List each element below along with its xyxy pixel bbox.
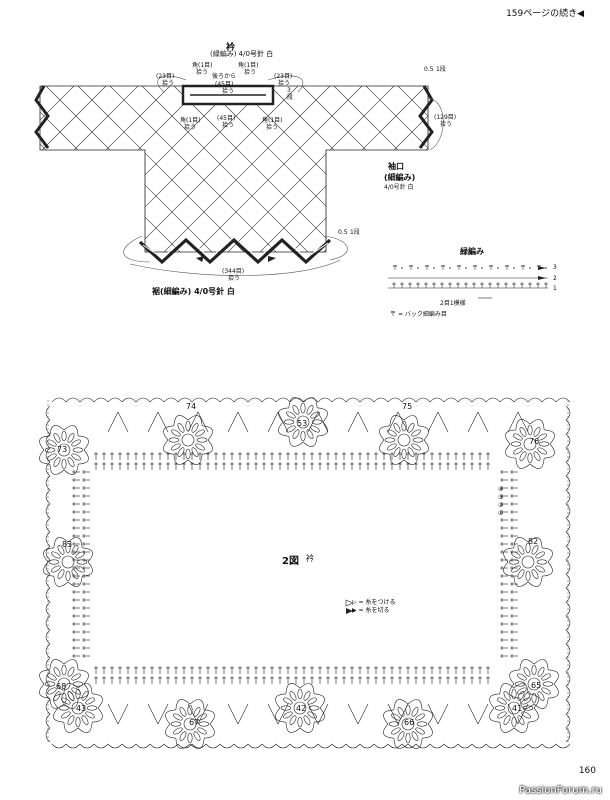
motif-number-42: 42: [296, 704, 307, 713]
motif-number-66: 66: [404, 718, 415, 727]
collar-title: 衿: [226, 43, 236, 53]
svg-text:∘: ∘: [480, 265, 484, 272]
collar-stitches-23-left: (23目): [156, 73, 175, 80]
svg-text:∘: ∘: [416, 265, 420, 272]
collar-pick-up-front: 拾う: [222, 122, 235, 129]
motif-number-68: 68: [56, 682, 67, 691]
hem-zigzag-edge: [138, 237, 332, 265]
sleeve-stitches: (129目): [434, 114, 457, 121]
sleeve-dim-top: 0.5: [424, 66, 434, 73]
continued-from-note: 159ページの続き◀: [506, 9, 584, 19]
svg-text:∘: ∘: [496, 265, 500, 272]
collar-back-from: 後ろから: [212, 73, 237, 80]
collar-dim-3-unit: 段: [287, 94, 294, 101]
svg-text:〒: 〒: [392, 265, 398, 272]
svg-text:∘: ∘: [528, 265, 532, 272]
collar-pick-up-back: 拾う: [222, 88, 235, 95]
figure-name: 衿: [306, 554, 314, 563]
collar-pick-up-left: 拾う: [162, 80, 175, 87]
motif-number-83: 83: [62, 540, 73, 549]
edging-stitch-chart: 〒∘〒∘〒∘〒∘〒∘〒∘〒∘〒∘〒∘〒∘: [388, 265, 548, 299]
collar-crochet-chart: [39, 397, 571, 749]
edging-row-2: 2: [553, 275, 557, 282]
side-row-3: ③: [498, 494, 504, 501]
side-row-4: ④: [498, 486, 504, 493]
motif-number-75: 75: [402, 402, 413, 411]
motif-number-82: 82: [528, 537, 539, 546]
collar-corner-front-left-pick: 拾う: [184, 124, 197, 131]
svg-text:〒: 〒: [408, 265, 414, 272]
collar-corner-right-pick: 拾う: [244, 69, 257, 76]
motif-number-67: 67: [189, 718, 200, 727]
collar-method: (緑編み) 4/0号針 白: [210, 50, 274, 58]
collar-corner-left: 角(1目): [192, 62, 213, 69]
left-sleeve-zigzag-edge: [34, 85, 50, 149]
collar-dim-3: 3: [287, 87, 291, 94]
garment-body-outline: [39, 85, 429, 253]
svg-text:∘: ∘: [400, 265, 404, 272]
svg-text:∘: ∘: [512, 265, 516, 272]
right-sleeve-zigzag-edge: [418, 85, 434, 149]
motif-number-43: 43: [76, 704, 87, 713]
svg-text:∘: ∘: [448, 265, 452, 272]
hem-dim-unit: 1段: [350, 229, 360, 236]
collar-corner-left-pick: 拾う: [196, 69, 209, 76]
motif-number-74: 74: [186, 402, 197, 411]
collar-stitches-23-right: (23目): [274, 73, 293, 80]
page-number: 160: [578, 766, 596, 776]
hem-pick-up: 拾う: [228, 275, 241, 282]
hem-dim: 0.5: [338, 229, 348, 236]
hem-stitches: (344目): [222, 268, 245, 275]
back-sc-symbol: 〒: [390, 311, 397, 318]
collar-band: [181, 84, 275, 106]
edging-repeat-note: 2目1模様: [440, 300, 466, 307]
legend-attach-yarn: ▷ = 糸をつける: [352, 599, 396, 606]
side-row-2: ②: [498, 502, 504, 509]
svg-text:∘: ∘: [432, 265, 436, 272]
svg-text:〒: 〒: [440, 265, 446, 272]
motif-number-41: 41: [512, 704, 523, 713]
watermark: PassionForum.ru: [519, 785, 602, 796]
motif-number-73: 73: [57, 445, 68, 454]
svg-text:〒: 〒: [424, 265, 430, 272]
legend-cut-yarn: ▶ = 糸を切る: [352, 607, 390, 614]
collar-corner-right: 角(1目): [238, 62, 259, 69]
collar-corner-front-right-pick: 拾う: [266, 124, 279, 131]
side-row-1: ①: [498, 510, 504, 517]
sleeve-title: 袖口: [388, 162, 404, 171]
svg-text:〒: 〒: [520, 265, 526, 272]
edging-row-1: 1: [553, 285, 557, 292]
edging-row-3: 3: [553, 264, 557, 271]
svg-text:〒: 〒: [472, 265, 478, 272]
collar-pick-up-right: 拾う: [278, 80, 291, 87]
svg-text:∘: ∘: [544, 265, 548, 272]
svg-text:〒: 〒: [488, 265, 494, 272]
sleeve-pick-up: 拾う: [440, 121, 453, 128]
collar-stitches-45-front: (45目): [217, 115, 236, 122]
edging-legend-title: 緑編み: [460, 247, 484, 256]
sleeve-dim-top-unit: 1段: [436, 66, 446, 73]
collar-corner-front-right: 角(1目): [262, 117, 283, 124]
figure-label: 2図: [282, 556, 299, 567]
collar-stitches-45-top: (45目): [215, 81, 234, 88]
svg-text:∘: ∘: [464, 265, 468, 272]
motif-number-65: 65: [531, 681, 542, 690]
collar-corner-front-left: 角(1目): [180, 117, 201, 124]
hem-label: 裾(細編み) 4/0号針 白: [152, 287, 235, 296]
motif-number-76: 76: [529, 437, 540, 446]
back-sc-note: = バック細編み目: [398, 311, 447, 318]
sleeve-method-name: (細編み): [384, 173, 416, 182]
svg-text:〒: 〒: [456, 265, 462, 272]
svg-text:〒: 〒: [504, 265, 510, 272]
motif-number-53: 53: [297, 419, 308, 428]
sleeve-method-detail: 4/0号針 白: [384, 184, 414, 191]
garment-schematic: [34, 75, 444, 276]
